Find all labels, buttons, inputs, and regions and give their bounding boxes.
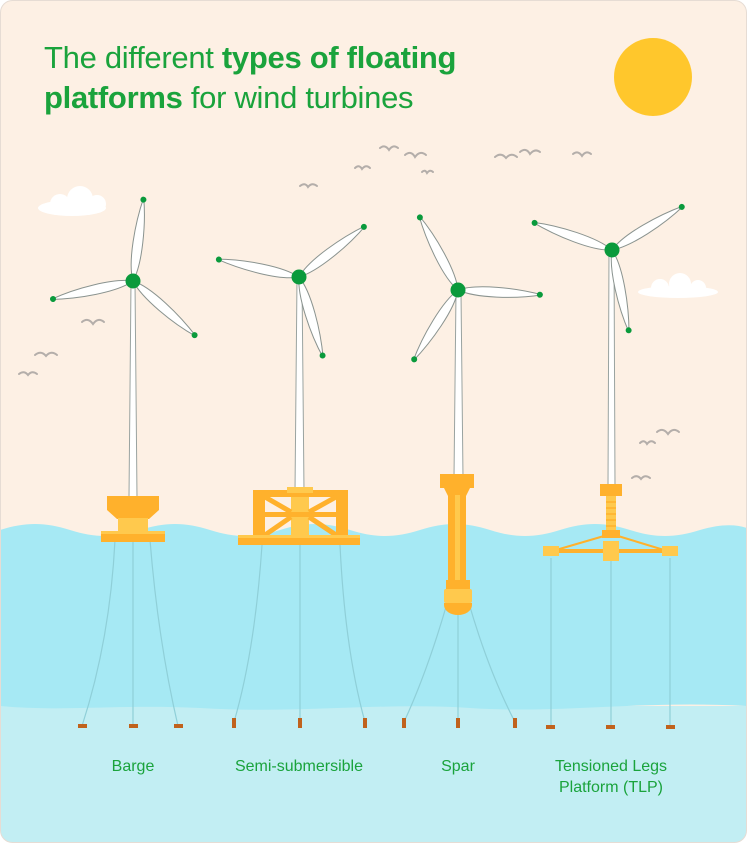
tlp-turbine [531, 203, 685, 561]
label-semi-submersible: Semi-submersible [234, 758, 364, 775]
tower [453, 291, 464, 479]
seagulls [18, 145, 680, 481]
label-tlp-line2: Platform (TLP) [558, 779, 663, 796]
anchor-icon [402, 718, 406, 728]
seagull-icon [572, 151, 592, 158]
anchor-icon [666, 725, 675, 729]
seagull-icon [519, 148, 541, 156]
cloud-icon [638, 273, 718, 298]
blade [456, 286, 543, 298]
seabed [0, 706, 747, 843]
hub [291, 269, 307, 285]
blade [531, 219, 614, 251]
anchor-icon [363, 718, 367, 728]
hub [125, 273, 141, 289]
seagull-icon [656, 428, 680, 436]
blade [610, 248, 632, 334]
anchor-icon [174, 724, 183, 728]
blade [297, 223, 367, 278]
semi-submersible-turbine [215, 223, 367, 545]
title-emphasis: platforms [44, 80, 183, 115]
label-tlp-line1: Tensioned Legs [554, 758, 668, 775]
page-title: The different types of floating platform… [44, 38, 457, 118]
seagull-icon [639, 440, 656, 446]
label-barge: Barge [111, 758, 155, 775]
seabed-anchors [78, 718, 675, 729]
seagull-icon [18, 371, 38, 377]
seagull-icon [379, 145, 399, 152]
tower [294, 278, 305, 493]
tlp-platform [543, 484, 678, 561]
anchor-icon [546, 725, 555, 729]
seagull-icon [81, 318, 105, 326]
hub [604, 242, 620, 258]
anchor-icon [129, 724, 138, 728]
anchor-icon [298, 718, 302, 728]
mooring-lines [81, 539, 671, 727]
seagull-icon [299, 183, 318, 189]
anchor-icon [232, 718, 236, 728]
cloud-icon [38, 186, 106, 216]
anchor-icon [78, 724, 87, 728]
label-spar: Spar [441, 758, 475, 775]
seagull-icon [404, 151, 427, 159]
tower [128, 281, 138, 499]
seagull-icon [421, 169, 434, 175]
blade [416, 214, 459, 292]
seagull-icon [34, 351, 58, 358]
blade [49, 279, 135, 303]
blade [215, 256, 301, 279]
anchor-icon [513, 718, 517, 728]
seagull-icon [631, 475, 651, 481]
blade [610, 203, 685, 251]
blade [411, 288, 459, 363]
barge-platform [101, 496, 165, 542]
sun-icon [614, 38, 692, 116]
title-emphasis: types of floating [221, 40, 457, 75]
hub [450, 282, 466, 298]
barge-turbine [49, 196, 198, 542]
seagull-icon [354, 165, 371, 171]
seagull-icon [494, 153, 518, 160]
blade [130, 196, 147, 283]
semi-submersible-platform [238, 487, 360, 545]
blade [298, 275, 326, 359]
spar-platform [440, 474, 474, 615]
sea [0, 524, 747, 710]
title-part: for wind turbines [182, 80, 414, 115]
spar-turbine [411, 214, 543, 615]
tower [607, 251, 616, 488]
title-part: The different [44, 40, 222, 75]
anchor-icon [456, 718, 460, 728]
anchor-icon [606, 725, 615, 729]
blade [132, 280, 198, 339]
label-tlp: Tensioned Legs Platform (TLP) [531, 756, 691, 798]
